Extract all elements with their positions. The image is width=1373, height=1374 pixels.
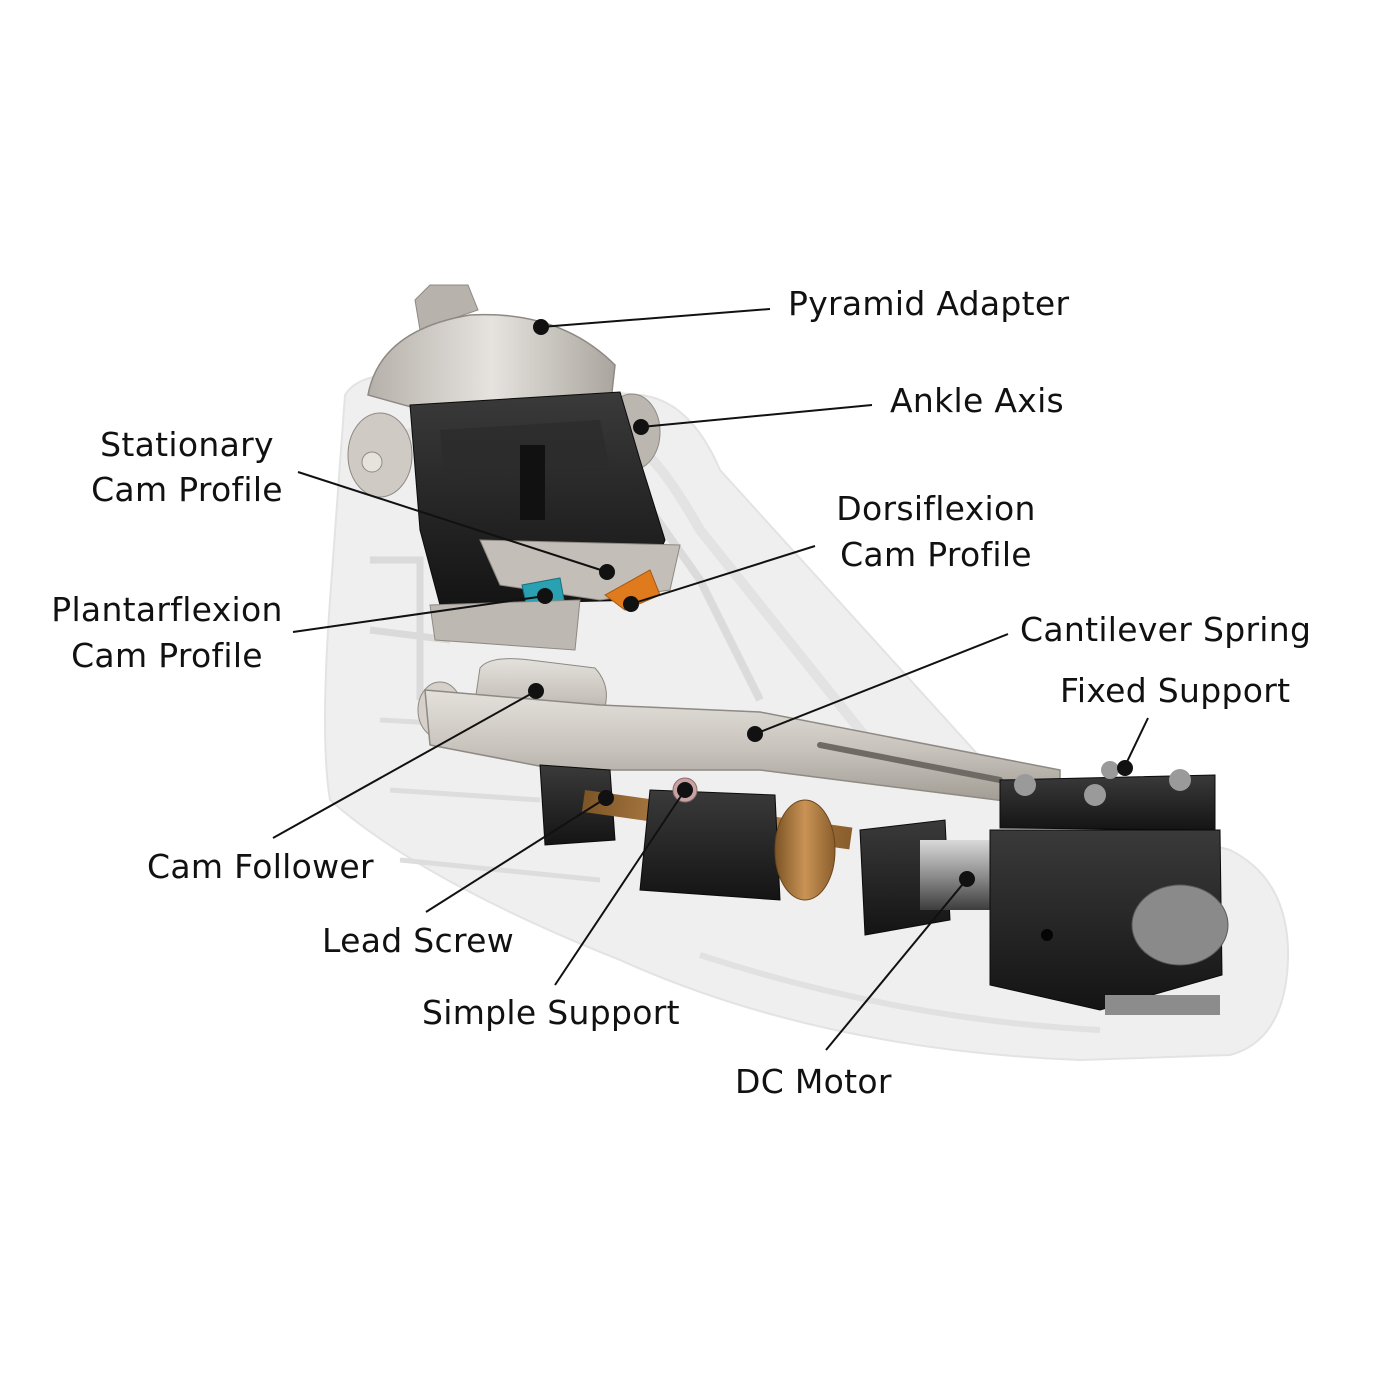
label-cam-follower: Cam Follower: [147, 847, 374, 886]
cam-lower-block: [429, 599, 581, 651]
label-stationary-cam-line2: Cam Profile: [91, 470, 283, 509]
label-simple-support: Simple Support: [422, 993, 680, 1032]
label-dc-motor: DC Motor: [735, 1062, 892, 1101]
motor-assembly: [859, 761, 1229, 1015]
lead-screw-assembly: [539, 764, 853, 901]
label-stationary-cam-line1: Stationary: [100, 425, 274, 464]
label-dorsiflexion-cam-line2: Cam Profile: [840, 535, 1032, 574]
labels: Pyramid Adapter Ankle Axis Stationary Ca…: [51, 284, 1311, 1101]
label-ankle-axis: Ankle Axis: [890, 381, 1064, 420]
leader-lines: [272, 308, 1149, 1051]
label-dorsiflexion-cam-line1: Dorsiflexion: [836, 489, 1035, 528]
label-plantarflexion-cam-line1: Plantarflexion: [51, 590, 282, 629]
label-fixed-support: Fixed Support: [1060, 671, 1290, 710]
label-cantilever-spring: Cantilever Spring: [1020, 610, 1311, 649]
label-lead-screw: Lead Screw: [322, 921, 514, 960]
label-plantarflexion-cam-line2: Cam Profile: [71, 636, 263, 675]
label-pyramid-adapter: Pyramid Adapter: [788, 284, 1070, 323]
